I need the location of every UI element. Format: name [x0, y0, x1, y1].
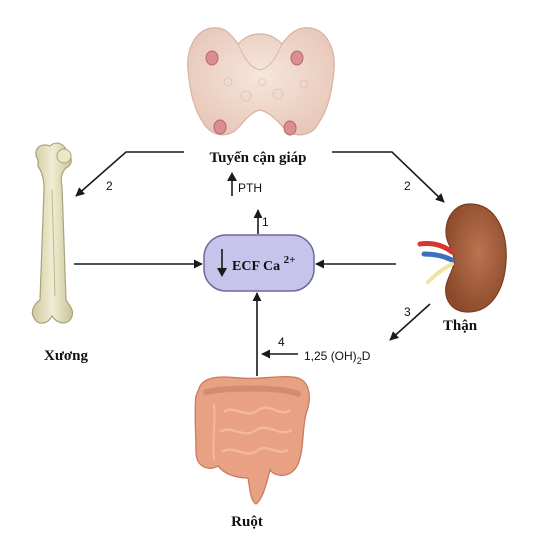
- step-4-number: 4: [278, 335, 285, 349]
- svg-text:ECF Ca 2+: ECF Ca 2+: [232, 254, 295, 274]
- step-3-number: 3: [404, 305, 411, 319]
- parathyroid-label: Tuyến cận giáp: [210, 150, 307, 166]
- vitd-label-end: D: [362, 349, 371, 363]
- kidney-illustration: [417, 203, 507, 313]
- step-2-left-number: 2: [106, 179, 113, 193]
- kidney-label: Thận: [443, 318, 478, 334]
- vitd-label: 1,25 (OH): [304, 349, 357, 363]
- vitd-subscript: 2: [357, 356, 362, 366]
- ecf-label: ECF Ca: [232, 259, 280, 274]
- pth-label: PTH: [238, 181, 262, 195]
- ecf-calcium-node: ECF Ca 2+: [203, 234, 315, 292]
- arrow-kidney-to-vitd: [389, 303, 431, 341]
- step-1-number: 1: [262, 215, 269, 229]
- down-arrow-icon: [217, 249, 227, 277]
- step-2-right-number: 2: [404, 179, 411, 193]
- arrow-pth-to-kidney: [332, 151, 445, 203]
- ecf-superscript: 2+: [284, 254, 296, 266]
- bone-illustration: [31, 142, 74, 324]
- bone-label: Xương: [44, 348, 88, 364]
- svg-text:1,25 (OH)2D: 1,25 (OH)2D: [304, 349, 371, 366]
- arrow-pth-to-bone: [75, 151, 184, 197]
- up-arrow-icon: [227, 172, 237, 196]
- intestine-label: Ruột: [231, 514, 263, 530]
- intestine-illustration: [194, 375, 310, 505]
- parathyroid-gland-illustration: [187, 27, 335, 136]
